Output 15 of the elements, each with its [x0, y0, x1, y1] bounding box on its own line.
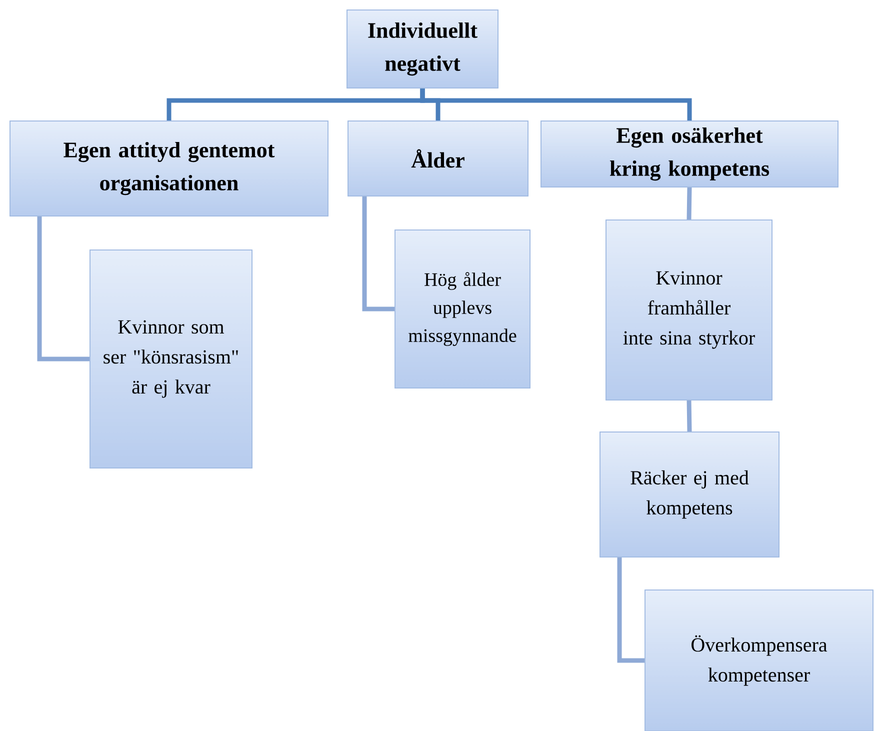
heading-box: Individuellt negativt — [346, 10, 498, 88]
connector-line — [37, 216, 90, 362]
text-box: Räcker ej med kompetens — [600, 432, 780, 558]
text-box: Kvinnor som ser "könsrasism" är ej kvar — [90, 250, 252, 468]
heading-box: Ålder — [348, 120, 528, 196]
connector-line — [686, 400, 692, 432]
heading-box: Egen attityd gentemot organisationen — [10, 120, 328, 216]
heading-box: Egen osäkerhet kring kompetens — [540, 120, 838, 188]
connector-line — [420, 88, 692, 120]
text-box: Hög ålder upplevs missgynnande — [394, 230, 530, 388]
text-box: Överkompensera kompetenser — [644, 590, 874, 731]
text-box: Kvinnor framhåller inte sina styrkor — [606, 220, 772, 400]
connector-line — [617, 558, 644, 663]
connector-line — [686, 187, 692, 220]
connector-line — [362, 196, 394, 312]
